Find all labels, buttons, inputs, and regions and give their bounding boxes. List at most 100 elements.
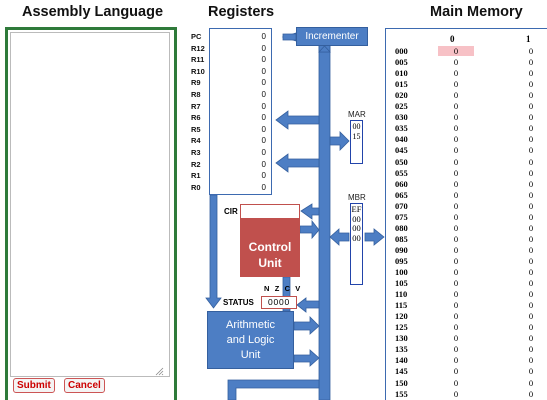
memory-address: 080 (395, 222, 408, 233)
main-bus (318, 37, 331, 400)
memory-address: 085 (395, 233, 408, 244)
memory-address: 065 (395, 189, 408, 200)
memory-cell: 0 (453, 167, 459, 178)
memory-cell: 0 (528, 233, 534, 244)
memory-column-header: 0 (450, 34, 455, 44)
memory-cell: 0 (453, 244, 459, 255)
register-name: R7 (191, 101, 201, 111)
memory-address: 115 (395, 300, 408, 311)
status-register: 0000 (261, 296, 297, 309)
memory-cell: 0 (528, 311, 534, 322)
memory-cell: 0 (528, 57, 534, 68)
register-name: R8 (191, 90, 201, 99)
assembly-editor-panel (5, 27, 177, 400)
assembly-code-input[interactable] (10, 32, 170, 377)
memory-address: 020 (395, 90, 408, 101)
memory-cell: 0 (528, 222, 534, 233)
memory-address: 075 (395, 211, 408, 222)
memory-cell: 0 (528, 244, 534, 255)
memory-cell: 0 (528, 278, 534, 289)
memory-address: 055 (395, 167, 408, 178)
memory-address: 025 (395, 101, 408, 112)
memory-cell: 0 (453, 178, 459, 189)
status-arrow (296, 297, 320, 313)
memory-address: 010 (395, 68, 408, 79)
memory-cell: 0 (453, 289, 459, 300)
register-name: R12 (191, 43, 205, 53)
memory-address: 070 (395, 200, 408, 211)
register-value: 0 (261, 171, 266, 181)
alu: Arithmetic and Logic Unit (207, 311, 294, 369)
memory-cell: 0 (528, 267, 534, 277)
memory-cell: 0 (453, 90, 459, 101)
register-value: 0 (261, 159, 266, 169)
resize-grip-icon[interactable] (154, 366, 164, 376)
register-value: 0 (261, 101, 266, 111)
register-value: 0 (261, 182, 266, 192)
register-value: 0 (261, 148, 266, 157)
memory-address: 050 (395, 156, 408, 167)
memory-cell: 0 (528, 200, 534, 211)
memory-cell: 0 (528, 322, 534, 333)
memory-cell: 0 (453, 101, 459, 112)
submit-button[interactable]: Submit (13, 378, 55, 393)
r2-arrow (275, 153, 320, 173)
register-value: 0 (261, 55, 266, 65)
register-name: PC (191, 32, 202, 41)
mbr-label: MBR (348, 193, 366, 202)
register-name: R11 (191, 55, 205, 65)
alu-line3: Unit (240, 349, 261, 361)
register-name: R10 (191, 66, 205, 76)
memory-address: 135 (395, 344, 408, 355)
cir-register (240, 204, 300, 219)
memory-cell: 0 (528, 68, 534, 79)
memory-address: 130 (395, 333, 408, 344)
register-name: R9 (191, 78, 201, 88)
memory-address: 150 (395, 377, 408, 388)
memory-cell: 0 (528, 46, 534, 56)
control-unit: Control Unit (240, 219, 300, 277)
memory-cell: 0 (453, 112, 459, 123)
memory-cell: 0 (528, 388, 534, 399)
memory-address: 015 (395, 79, 408, 90)
memory-cell: 0 (528, 333, 534, 344)
memory-column-header: 1 (526, 34, 531, 44)
cancel-button[interactable]: Cancel (64, 378, 105, 393)
cir-arrow (300, 203, 320, 220)
memory-cell: 0 (453, 211, 459, 222)
r6-arrow (275, 110, 320, 130)
register-value: 0 (261, 113, 266, 123)
status-flags: N Z C V (264, 284, 302, 293)
memory-cell: 0 (453, 79, 459, 90)
memory-cell: 0 (453, 134, 459, 145)
memory-cell: 0 (528, 211, 534, 222)
register-value: 0 (261, 66, 266, 76)
register-name: R2 (191, 159, 201, 169)
memory-cell: 0 (453, 233, 459, 244)
register-name: R5 (191, 124, 201, 134)
memory-address: 155 (395, 388, 408, 399)
memory-cell: 0 (453, 123, 459, 134)
memory-cell: 0 (453, 322, 459, 333)
memory-cell: 0 (453, 156, 459, 167)
alu-in-arrow (293, 316, 320, 335)
status-label: STATUS (223, 298, 254, 307)
memory-address: 140 (395, 355, 408, 366)
memory-cell: 0 (453, 311, 459, 322)
memory-address: 045 (395, 145, 408, 156)
incrementer-box: Incrementer (296, 27, 368, 46)
